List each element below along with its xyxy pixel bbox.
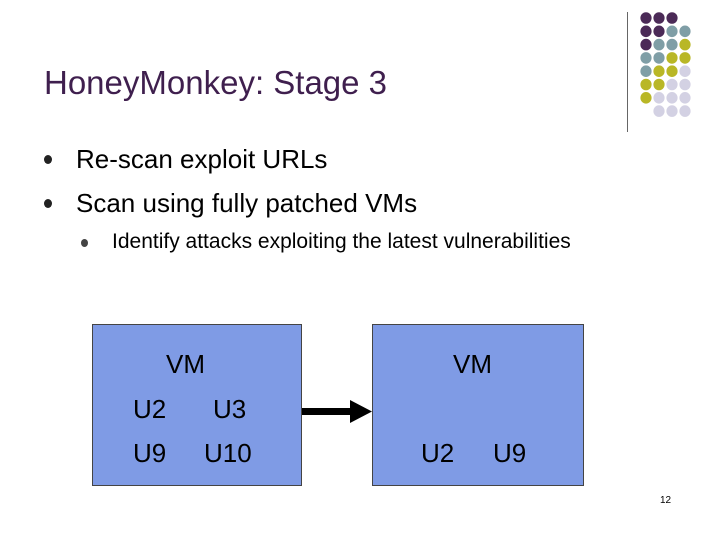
slide-title: HoneyMonkey: Stage 3 [44,64,388,101]
vm-label: VM [166,349,205,379]
update-label: U9 [133,438,167,468]
bullet-dot-icon [44,155,52,164]
arrow-right-icon [302,400,372,423]
decorative-dot [679,65,691,77]
decorative-dot [679,38,691,51]
vm-label: VM [453,349,492,379]
update-label: U2 [133,394,167,424]
bullet-dot-icon [44,199,52,208]
decorative-dot [666,65,678,77]
decorative-dot [679,78,691,91]
decorative-divider-line [627,12,628,132]
decorative-dot [653,25,665,38]
decorative-dot [679,52,691,64]
decorative-dot [666,25,678,38]
decorative-dot [679,105,691,117]
page-number: 12 [660,495,672,506]
decorative-dot [666,52,678,64]
update-label: U10 [204,438,252,468]
update-label: U9 [493,438,527,468]
decorative-dot [640,92,652,104]
decorative-dot [666,38,678,51]
decorative-dot [640,52,652,64]
update-label: U2 [421,438,455,468]
decorative-dot [653,78,665,91]
sub-bullet-text: Identify attacks exploiting the latest v… [112,230,571,253]
decorative-dot [653,52,665,64]
bullet-text: Re-scan exploit URLs [76,144,328,174]
decorative-dot [666,12,678,24]
decorative-dot-grid [640,12,691,117]
decorative-dot [666,92,678,104]
decorative-dot [640,78,652,91]
decorative-dot [666,78,678,91]
decorative-dot [640,25,652,38]
decorative-dot [679,25,691,38]
decorative-dot [666,105,678,117]
vm-box-patched: VM U2 U9 [372,324,584,486]
vm-box-unpatched: VM U2 U3 U9 U10 [92,324,302,486]
decorative-dot [653,38,665,51]
decorative-dot [640,65,652,77]
decorative-dot [640,12,652,24]
bullet-dot-icon [81,239,88,247]
decorative-dot [653,65,665,77]
decorative-dot [679,92,691,104]
bullet-text: Scan using fully patched VMs [76,188,418,218]
decorative-dot [653,105,665,117]
decorative-dot [640,38,652,51]
decorative-dot [653,92,665,104]
decorative-dot [653,12,665,24]
update-label: U3 [213,394,247,424]
